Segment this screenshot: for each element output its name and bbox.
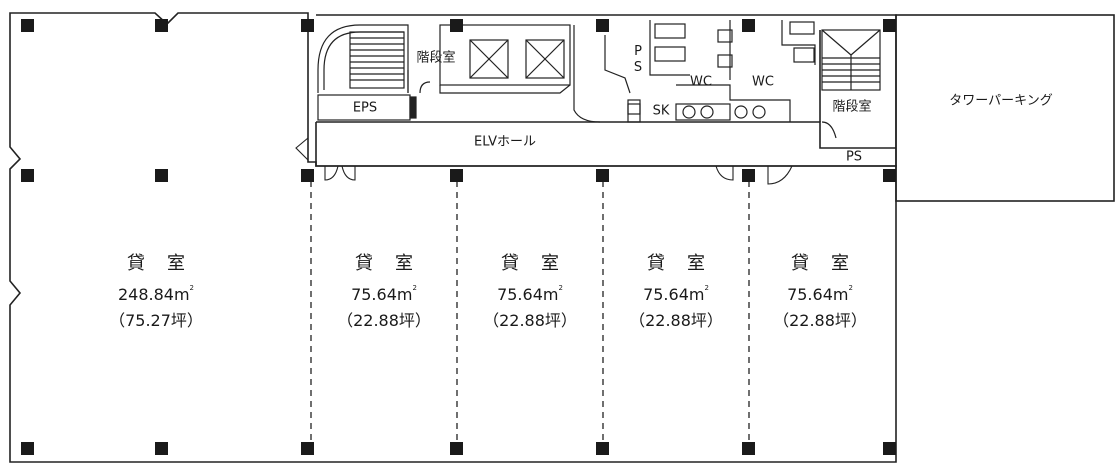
building-outline [9, 12, 897, 463]
room-area-unit-sup: 2 [558, 284, 563, 292]
room-area-value: 75.64m [643, 285, 705, 304]
room-area: 248.84m2 [109, 284, 203, 304]
ps-top-letter-1: P [634, 44, 642, 59]
room-5: 貸室 75.64m2 （22.88坪） [773, 255, 867, 329]
wc-left-label: WC [690, 74, 712, 90]
room-title: 貸室 [647, 253, 727, 274]
tower-parking-label: タワーパーキング [949, 93, 1053, 109]
room-area-unit-sup: 2 [704, 284, 709, 292]
room-tsubo: （75.27坪） [109, 311, 203, 330]
room-title: 貸室 [127, 253, 207, 274]
tower-parking-block [895, 14, 1115, 202]
room-area-unit-sup: 2 [848, 284, 853, 292]
room-tsubo: （22.88坪） [629, 311, 723, 330]
columns [21, 19, 896, 455]
room-4: 貸室 75.64m2 （22.88坪） [629, 255, 723, 329]
room-1: 貸室 248.84m2 （75.27坪） [109, 255, 203, 329]
room-area: 75.64m2 [483, 284, 577, 304]
room-title: 貸室 [355, 253, 435, 274]
stair-right-label: 階段室 [832, 99, 872, 115]
ps-top-label: P S [631, 44, 645, 76]
room-tsubo: （22.88坪） [337, 311, 431, 330]
right-stair [821, 29, 881, 139]
elv-hall-wall [316, 121, 896, 149]
room-area-value: 75.64m [497, 285, 559, 304]
wc-right-label: WC [752, 74, 774, 90]
eps-room [317, 94, 417, 121]
room-area-value: 75.64m [351, 285, 413, 304]
room-3: 貸室 75.64m2 （22.88坪） [483, 255, 577, 329]
sk-label: SK [652, 103, 670, 119]
ps-top-letter-2: S [633, 60, 643, 75]
wc-area [604, 20, 816, 123]
room-tsubo: （22.88坪） [773, 311, 867, 330]
room-area-unit-sup: 2 [189, 284, 195, 292]
room-title: 貸室 [791, 253, 871, 274]
ps-bottom-label: PS [845, 149, 863, 165]
left-stair [317, 24, 431, 94]
room-tsubo: （22.88坪） [483, 311, 577, 330]
room-partitions [310, 170, 750, 445]
elv-hall-label: ELVホール [474, 134, 536, 150]
doors [295, 137, 793, 185]
room-area: 75.64m2 [337, 284, 431, 304]
room-area-value: 75.64m [787, 285, 849, 304]
room-area: 75.64m2 [629, 284, 723, 304]
elevators [439, 24, 601, 123]
room-area: 75.64m2 [773, 284, 867, 304]
room-area-value: 248.84m [117, 285, 190, 304]
room-area-unit-sup: 2 [412, 284, 417, 292]
room-2: 貸室 75.64m2 （22.88坪） [337, 255, 431, 329]
room-title: 貸室 [501, 253, 581, 274]
stair-left-label: 階段室 [416, 50, 456, 66]
eps-label: EPS [352, 100, 378, 116]
